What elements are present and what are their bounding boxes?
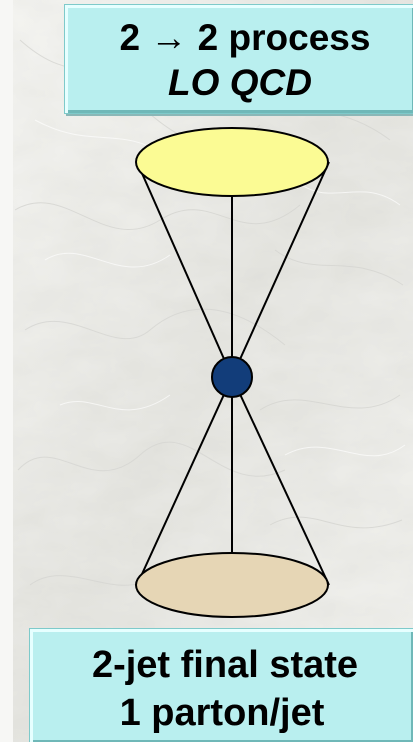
final-state-label-line-1: 2-jet final state — [30, 646, 413, 684]
process-label-line-1: 2 → 2 process — [65, 19, 413, 56]
process-label-line-2: LO QCD — [65, 64, 413, 101]
bottom-jet-ellipse — [136, 553, 328, 617]
process-label-box: 2 → 2 process LO QCD — [64, 4, 413, 114]
interaction-vertex — [212, 357, 252, 397]
top-jet-ellipse — [136, 128, 328, 196]
final-state-label-box: 2-jet final state 1 parton/jet — [29, 628, 413, 742]
final-state-label-line-2: 1 parton/jet — [30, 694, 413, 732]
